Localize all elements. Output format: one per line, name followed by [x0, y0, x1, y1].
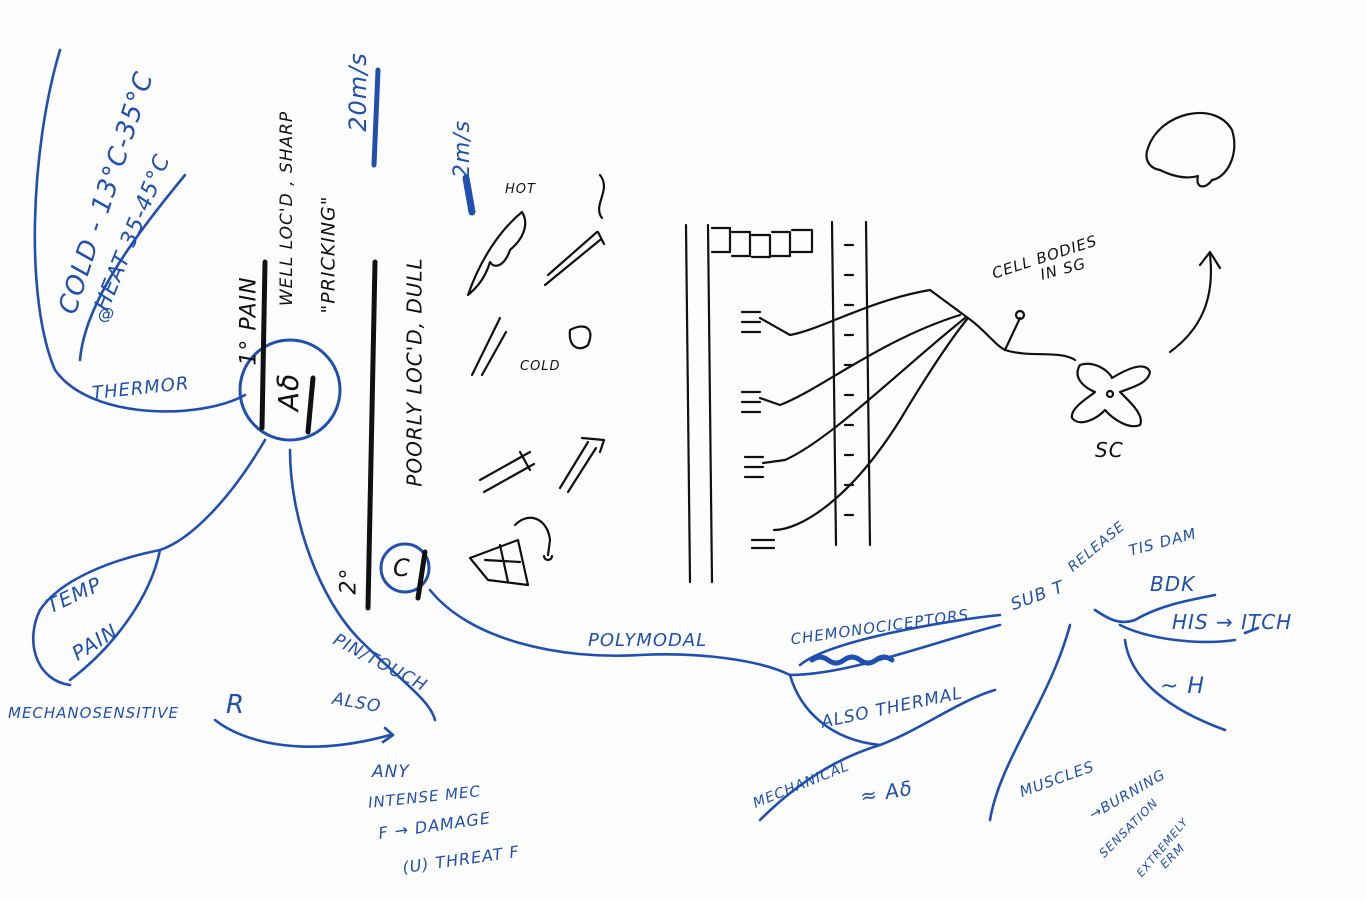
label-cold-icon: COLD [520, 360, 561, 373]
label-poorly-localised: POORLY LOC'D, DULL [405, 257, 425, 486]
label-spinal-cord: SC [1095, 440, 1124, 460]
label-c-fibre: C [393, 556, 411, 580]
label-pricking: "PRICKING" [320, 195, 339, 313]
label-mechanosensitive: MECHANOSENSITIVE [8, 706, 179, 721]
label-heat-sub: @ [98, 306, 115, 322]
label-polymodal: POLYMODAL [588, 632, 707, 650]
spinal-column-diagram [686, 113, 1234, 582]
label-a-delta: Aδ [275, 373, 303, 411]
receptor-icons [468, 175, 604, 585]
label-well-localised: WELL LOC'D , SHARP [279, 111, 296, 306]
label-histamine-itch: HIS → ITCH [1172, 612, 1292, 632]
label-approx-h: ~ H [1160, 676, 1205, 698]
label-pain-1: 1° PAIN [239, 276, 261, 365]
label-speed-2: 2m/s [452, 120, 474, 178]
label-any: ANY [372, 764, 410, 781]
label-bdk: BDK [1150, 574, 1195, 594]
label-speed-20: 20m/s [346, 52, 370, 132]
label-hot: HOT [505, 183, 536, 196]
label-pain-2: 2° [339, 568, 361, 595]
label-mech-r: R [226, 692, 245, 718]
